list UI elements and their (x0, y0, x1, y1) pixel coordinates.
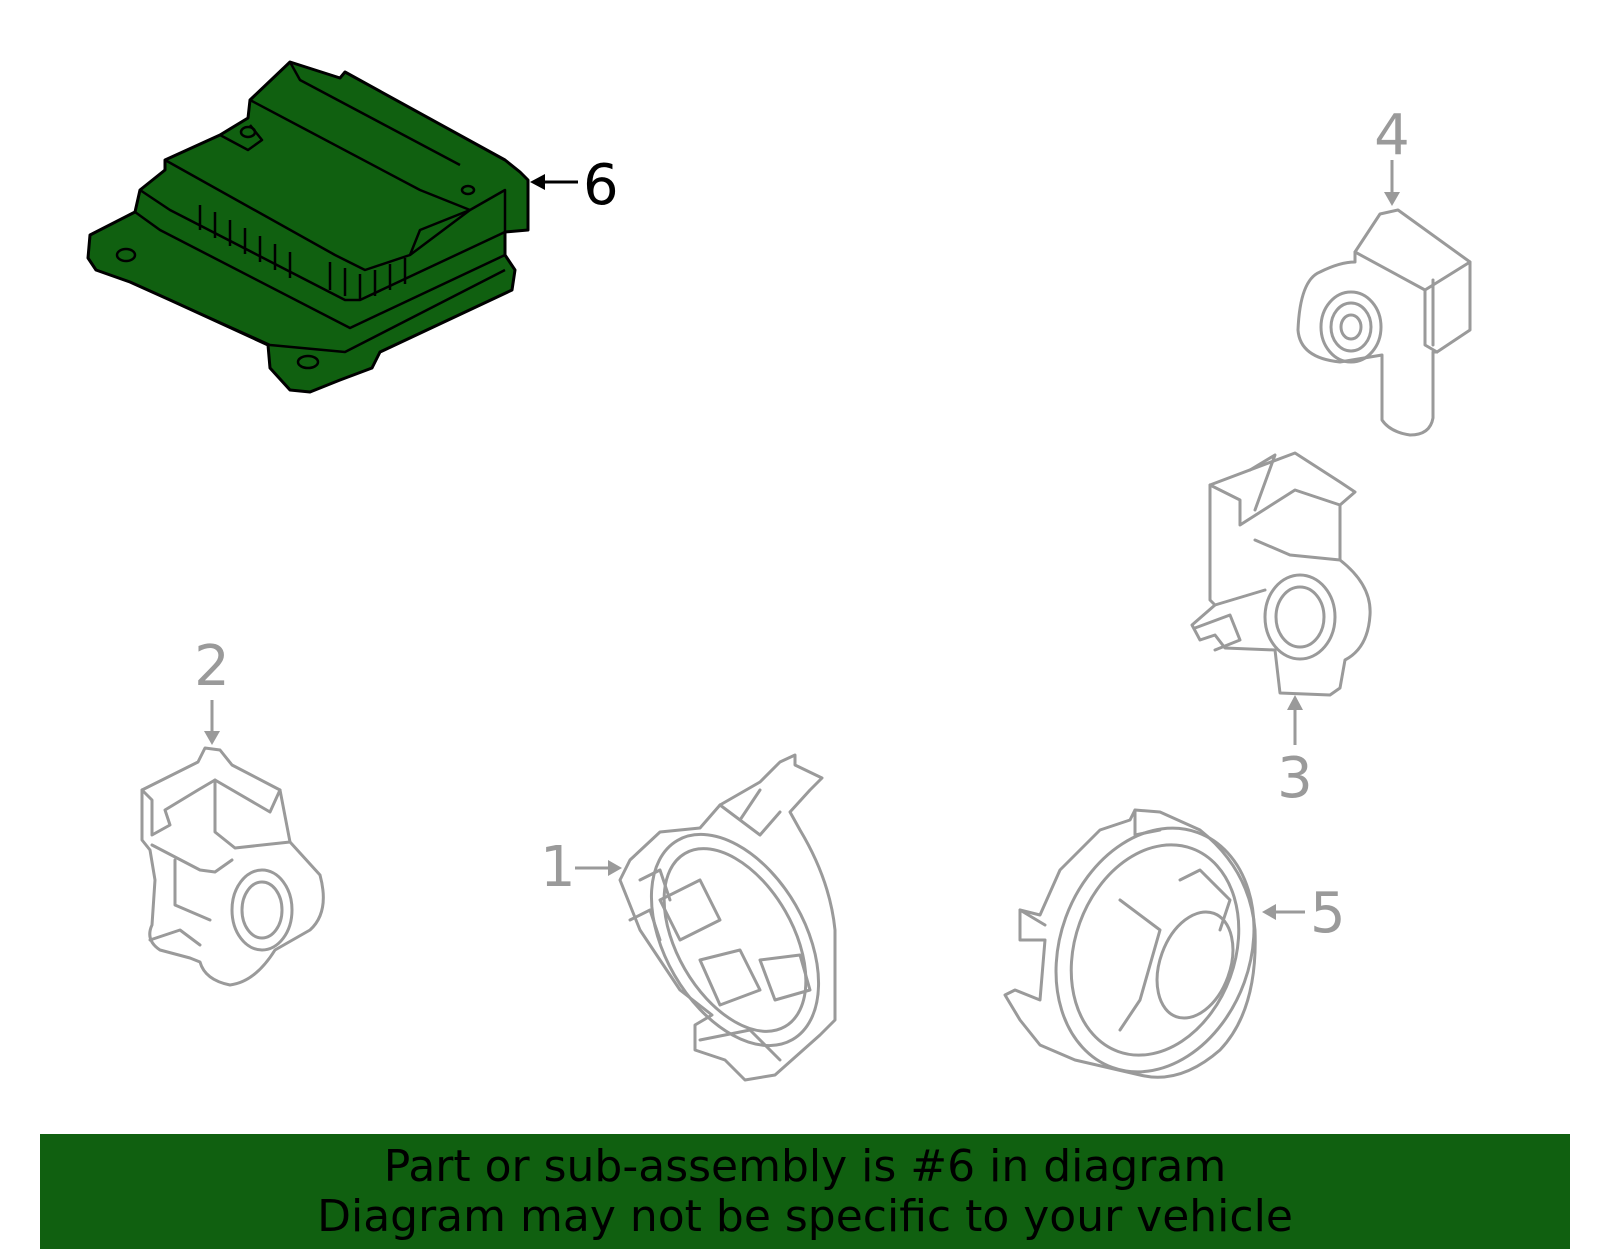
callout-5-label: 5 (1310, 881, 1346, 946)
callout-3: 3 (1277, 695, 1313, 811)
callout-2-label: 2 (194, 634, 230, 699)
callout-1: 1 (540, 835, 622, 900)
part-1-clock-spring[interactable] (617, 753, 853, 1082)
callout-4-label: 4 (1374, 103, 1410, 168)
callout-3-label: 3 (1277, 746, 1313, 811)
banner-line-2: Diagram may not be specific to your vehi… (317, 1191, 1293, 1242)
callout-1-label: 1 (540, 835, 576, 900)
callout-6-label: 6 (583, 153, 619, 218)
part-5-steering-sensor-ring[interactable] (1003, 800, 1287, 1100)
part-4-crash-sensor[interactable] (1296, 208, 1472, 437)
disclaimer-banner: Part or sub-assembly is #6 in diagram Di… (40, 1134, 1570, 1249)
banner-line-1: Part or sub-assembly is #6 in diagram (383, 1141, 1227, 1192)
part-3-crash-sensor[interactable] (1190, 451, 1372, 697)
part-6-control-module[interactable] (86, 60, 530, 394)
callout-4: 4 (1374, 103, 1410, 206)
callout-6: 6 (530, 153, 619, 218)
part-2-crash-sensor[interactable] (140, 746, 325, 987)
callout-5: 5 (1262, 881, 1346, 946)
callout-2: 2 (194, 634, 230, 745)
